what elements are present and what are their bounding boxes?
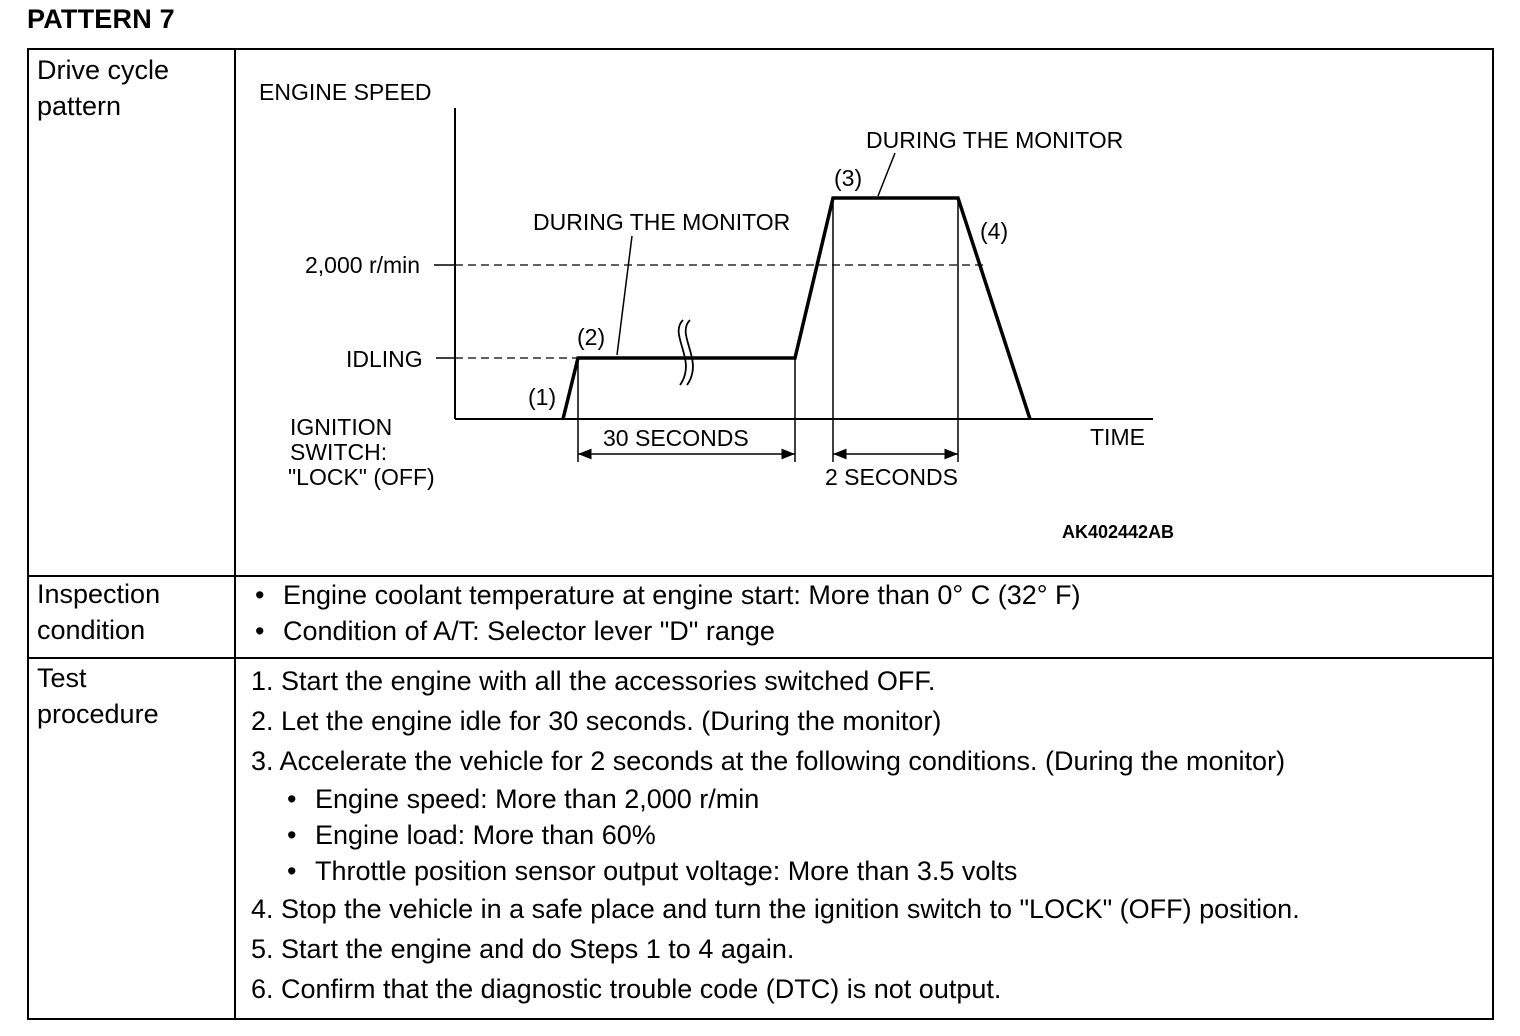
inspection-condition-list: • Engine coolant temperature at engine s… bbox=[251, 577, 1081, 649]
list-item: • Condition of A/T: Selector lever "D" r… bbox=[251, 613, 1081, 649]
ignition-label: IGNITION bbox=[290, 414, 392, 440]
procedure-step: 5. Start the engine and do Steps 1 to 4 … bbox=[251, 934, 795, 964]
engine-speed-trace bbox=[561, 196, 1032, 420]
ignition-label: SWITCH: bbox=[290, 439, 387, 465]
test-procedure-list: 1. Start the engine with all the accesso… bbox=[251, 661, 1300, 1009]
condition-item: • Engine load: More than 60% bbox=[251, 817, 1300, 853]
drive-cycle-table: Drive cycle pattern Inspection condition… bbox=[27, 48, 1494, 1020]
figure-code: AK402442AB bbox=[1062, 522, 1174, 542]
procedure-step: 6. Confirm that the diagnostic trouble c… bbox=[251, 974, 1002, 1004]
point-label: (2) bbox=[577, 324, 605, 350]
x-axis-label: TIME bbox=[1090, 424, 1145, 450]
y-axis-label: ENGINE SPEED bbox=[259, 79, 432, 105]
list-item: • Engine coolant temperature at engine s… bbox=[251, 577, 1081, 613]
bullet-icon: • bbox=[287, 784, 297, 814]
row-divider bbox=[29, 657, 1492, 659]
point-label: (4) bbox=[980, 218, 1008, 244]
monitor-leader-line bbox=[616, 235, 633, 356]
point-label: (3) bbox=[834, 165, 862, 191]
monitor-label: DURING THE MONITOR bbox=[866, 127, 1123, 153]
inspection-condition-label: Inspection condition bbox=[37, 579, 161, 645]
monitor-label: DURING THE MONITOR bbox=[533, 209, 790, 235]
bullet-icon: • bbox=[287, 820, 297, 850]
duration-label: 2 SECONDS bbox=[825, 464, 958, 490]
drive-cycle-label: Drive cycle pattern bbox=[37, 55, 170, 121]
procedure-step: 1. Start the engine with all the accesso… bbox=[251, 666, 936, 696]
row-divider bbox=[29, 575, 1492, 577]
duration-label: 30 SECONDS bbox=[603, 425, 749, 451]
procedure-step: 4. Stop the vehicle in a safe place and … bbox=[251, 894, 1300, 924]
page-title: PATTERN 7 bbox=[27, 4, 175, 34]
condition-item: • Throttle position sensor output voltag… bbox=[251, 853, 1300, 889]
bullet-icon: • bbox=[287, 856, 297, 886]
procedure-step: 2. Let the engine idle for 30 seconds. (… bbox=[251, 706, 942, 736]
idle-label: IDLING bbox=[346, 346, 423, 372]
monitor-leader-line bbox=[877, 152, 896, 197]
time-break-mark bbox=[684, 319, 694, 386]
rpm-2000-label: 2,000 r/min bbox=[305, 252, 420, 278]
bullet-icon: • bbox=[255, 616, 265, 646]
bullet-icon: • bbox=[255, 580, 265, 610]
time-break-mark bbox=[677, 319, 687, 386]
procedure-step: 3. Accelerate the vehicle for 2 seconds … bbox=[251, 746, 1286, 776]
condition-item: • Engine speed: More than 2,000 r/min bbox=[251, 781, 1300, 817]
ignition-label: "LOCK" (OFF) bbox=[288, 464, 435, 490]
column-divider bbox=[234, 50, 236, 1018]
test-procedure-label: Test procedure bbox=[37, 663, 159, 729]
point-label: (1) bbox=[528, 384, 556, 410]
